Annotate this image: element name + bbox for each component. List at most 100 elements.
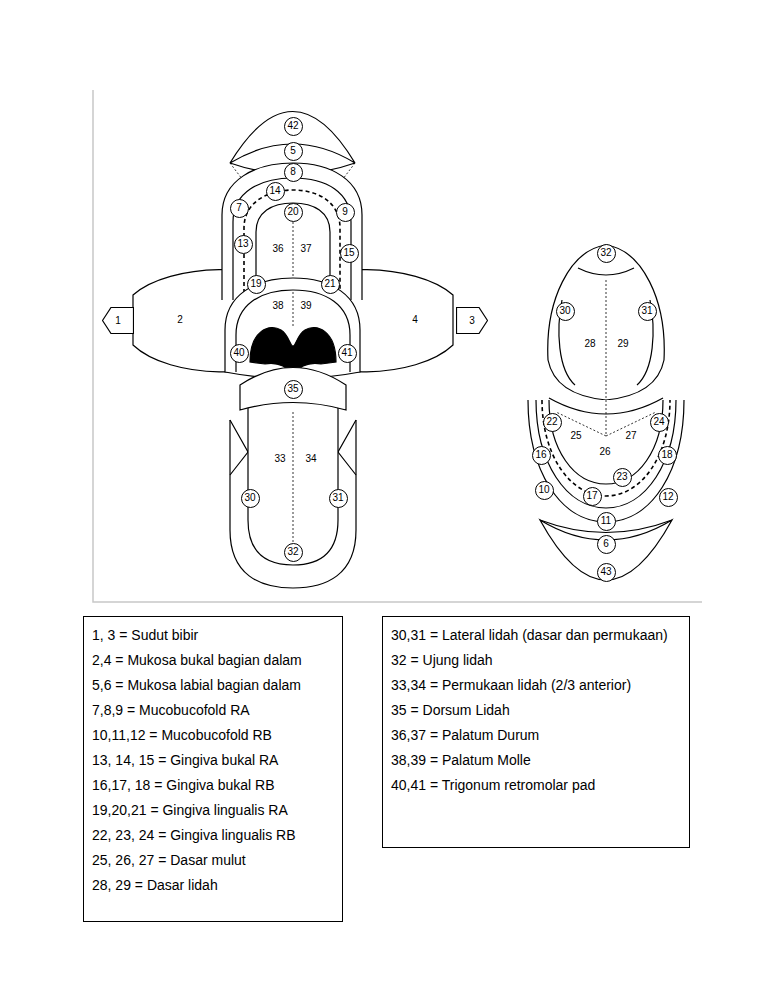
- upper-lip-outer: [230, 112, 355, 164]
- number-text: 21: [324, 279, 335, 289]
- number-text: 8: [290, 167, 296, 177]
- number-text: 5: [290, 146, 296, 156]
- number-text: 11: [601, 516, 611, 526]
- soft-palate: [225, 278, 360, 379]
- key-line: 22, 23, 24 = Gingiva lingualis RB: [92, 823, 334, 848]
- lip-corner-marker: 3: [456, 307, 488, 334]
- number-text: 43: [600, 567, 611, 577]
- region-number: 29: [617, 339, 628, 349]
- key-line: 40,41 = Trigonum retromolar pad: [391, 773, 681, 798]
- callout-number: 14: [266, 182, 285, 201]
- region-number: 28: [584, 339, 595, 349]
- key-line: 19,20,21 = Gingiva lingualis RA: [92, 798, 334, 823]
- key-line: 28, 29 = Dasar lidah: [92, 873, 334, 898]
- callout-number: 6: [597, 535, 616, 554]
- tongue-body: [248, 405, 338, 565]
- number-text: 17: [586, 491, 597, 501]
- callout-number: 32: [284, 543, 303, 562]
- number-text: 30: [559, 306, 570, 316]
- callout-number: 10: [535, 481, 554, 500]
- pentagon-shape: [103, 308, 134, 334]
- callout-number: 43: [597, 563, 616, 582]
- callout-number: 12: [659, 488, 678, 507]
- key-line: 16,17, 18 = Gingiva bukal RB: [92, 773, 334, 798]
- key-line: 30,31 = Lateral lidah (dasar dan permuka…: [391, 623, 681, 648]
- tongue-tip-line: [578, 268, 634, 275]
- number-text: 31: [641, 306, 652, 316]
- lip-corner-marker: 1: [102, 307, 134, 334]
- number-text: 16: [535, 450, 546, 460]
- callout-number: 42: [284, 117, 303, 136]
- callout-number: 30: [241, 489, 260, 508]
- number-text: 31: [332, 493, 343, 503]
- number-text: 32: [287, 547, 298, 557]
- lower-arch-outer: [528, 400, 684, 522]
- callout-number: 19: [247, 275, 266, 294]
- callout-number: 40: [230, 344, 249, 363]
- number-text: 7: [236, 203, 242, 213]
- key-line: 13, 14, 15 = Gingiva bukal RA: [92, 748, 334, 773]
- number-text: 30: [244, 493, 255, 503]
- callout-number: 23: [613, 468, 632, 487]
- region-number: 39: [300, 301, 311, 311]
- callout-number: 15: [340, 244, 359, 263]
- key-line: 2,4 = Mukosa bukal bagian dalam: [92, 648, 334, 673]
- region-number: 36: [272, 244, 283, 254]
- callout-number: 30: [556, 302, 575, 321]
- key-line: 35 = Dorsum Lidah: [391, 698, 681, 723]
- callout-number: 17: [583, 487, 602, 506]
- key-line: 25, 26, 27 = Dasar mulut: [92, 848, 334, 873]
- number-text: 15: [343, 248, 354, 258]
- callout-number: 20: [284, 203, 303, 222]
- callout-number: 32: [597, 244, 616, 263]
- frame-line: [93, 90, 702, 602]
- number-text: 10: [538, 485, 549, 495]
- key-box: 1, 3 = Sudut bibir2,4 = Mukosa bukal bag…: [83, 616, 343, 922]
- number-text: 22: [546, 417, 557, 427]
- callout-number: 18: [658, 446, 677, 465]
- midline: [293, 292, 294, 328]
- region-number: 26: [599, 447, 610, 457]
- callout-number: 35: [284, 380, 303, 399]
- callout-number: 41: [338, 344, 357, 363]
- number-text: 14: [269, 186, 280, 196]
- number-text: 32: [600, 248, 611, 258]
- region-number: 25: [570, 431, 581, 441]
- callout-number: 9: [336, 203, 355, 222]
- callout-number: 13: [234, 235, 253, 254]
- callout-number: 31: [638, 302, 657, 321]
- callout-number: 11: [597, 512, 616, 531]
- number-text: 24: [653, 417, 664, 427]
- key-box: 30,31 = Lateral lidah (dasar dan permuka…: [382, 616, 690, 848]
- number-text: 42: [287, 121, 298, 131]
- callout-number: 8: [284, 163, 303, 182]
- number-text: 9: [342, 207, 348, 217]
- number-text: 18: [661, 450, 672, 460]
- callout-number: 7: [230, 199, 249, 218]
- region-number: 4: [412, 315, 418, 325]
- number-text: 3: [469, 316, 475, 326]
- region-number: 33: [274, 454, 285, 464]
- callout-number: 31: [329, 489, 348, 508]
- number-text: 1: [115, 316, 121, 326]
- tongue-dorsum-flap: [240, 368, 346, 411]
- key-line: 5,6 = Mukosa labial bagian dalam: [92, 673, 334, 698]
- number-text: 40: [233, 348, 244, 358]
- callout-number: 24: [650, 413, 669, 432]
- callout-number: 5: [284, 142, 303, 161]
- region-number: 34: [305, 454, 316, 464]
- key-line: 36,37 = Palatum Durum: [391, 723, 681, 748]
- number-text: 35: [287, 384, 298, 394]
- region-number: 2: [177, 315, 183, 325]
- midline: [293, 222, 294, 330]
- key-line: 1, 3 = Sudut bibir: [92, 623, 334, 648]
- region-number: 38: [272, 301, 283, 311]
- number-text: 13: [237, 239, 248, 249]
- callout-number: 22: [543, 413, 562, 432]
- number-text: 12: [662, 492, 673, 502]
- number-text: 41: [341, 348, 352, 358]
- key-line: 38,39 = Palatum Molle: [391, 748, 681, 773]
- key-line: 10,11,12 = Mucobucofold RB: [92, 723, 334, 748]
- region-number: 37: [300, 244, 311, 254]
